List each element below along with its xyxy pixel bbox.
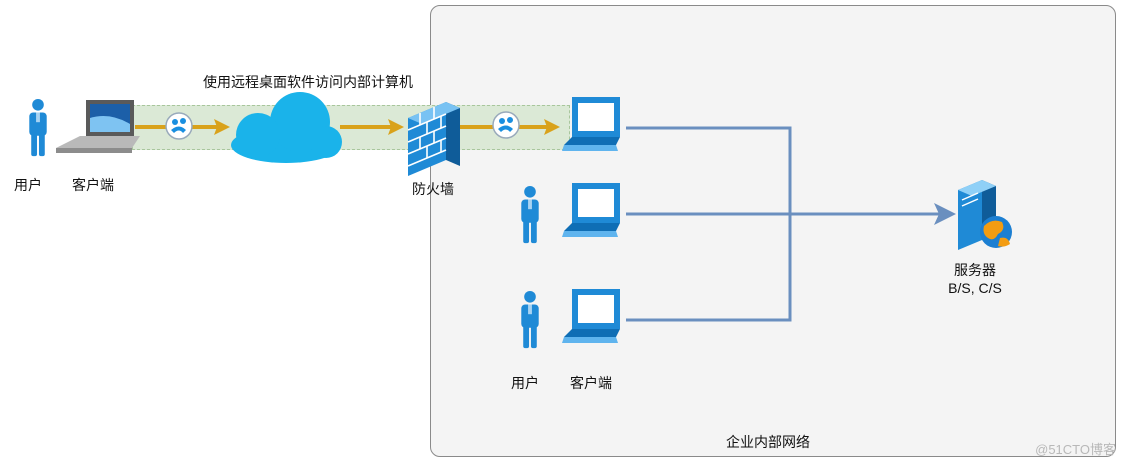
monitor-icon xyxy=(562,289,620,343)
server-icon xyxy=(958,180,1012,250)
user-icon xyxy=(521,185,539,244)
firewall-icon xyxy=(407,102,460,176)
left-user-label: 用户 xyxy=(14,177,42,193)
internal-links xyxy=(626,126,956,322)
left-client-label: 客户端 xyxy=(72,177,114,193)
internal-client-label: 客户端 xyxy=(570,375,612,391)
cloud-icon xyxy=(231,92,342,163)
user-icon xyxy=(29,98,47,157)
diagram-title: 使用远程桌面软件访问内部计算机 xyxy=(203,74,413,90)
laptop-icon xyxy=(56,100,140,153)
monitor-icon xyxy=(562,183,620,237)
monitor-icon xyxy=(562,97,620,151)
firewall-label: 防火墙 xyxy=(412,181,454,197)
watermark: @51CTO博客 xyxy=(1035,442,1116,457)
remote-desktop-icon xyxy=(492,111,520,139)
remote-desktop-icon xyxy=(165,112,193,140)
internal-user-label: 用户 xyxy=(511,375,539,391)
remote-arrow xyxy=(340,119,404,135)
server-subtitle: B/S, C/S xyxy=(948,280,1002,296)
server-name: 服务器 xyxy=(954,262,996,278)
user-icon xyxy=(521,290,539,349)
enterprise-label: 企业内部网络 xyxy=(726,434,810,450)
